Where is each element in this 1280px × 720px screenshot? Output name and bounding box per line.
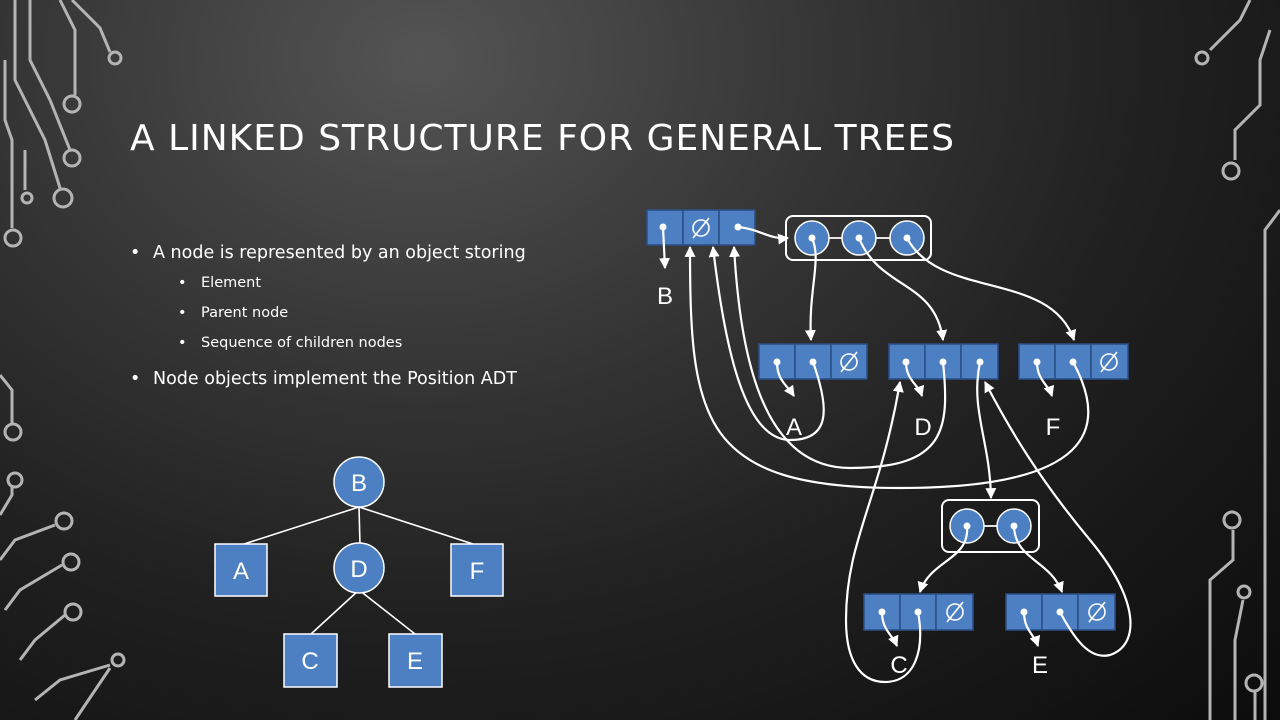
bullet-node-storage: A node is represented by an object stori…	[130, 238, 526, 268]
link-f-element	[1035, 361, 1055, 398]
link-c-parent	[844, 380, 922, 684]
bullet-position-adt: Node objects implement the Position ADT	[130, 364, 526, 394]
tree-label-b: B	[351, 470, 367, 497]
sub-bullet-element: Element	[130, 268, 526, 298]
sub-bullet-parent-node: Parent node	[130, 298, 526, 328]
link-b-element	[659, 226, 671, 270]
record-b	[646, 209, 756, 246]
null-icon-b-parent	[692, 217, 710, 239]
tree-node-c	[283, 633, 338, 688]
link-d-parent	[729, 245, 947, 470]
element-label-b: B	[657, 283, 673, 310]
null-icon-c-children	[946, 601, 964, 623]
children-sequence-d	[941, 499, 1040, 553]
link-seq-to-e	[1012, 525, 1064, 594]
link-a-element	[775, 361, 795, 397]
tree-label-c: C	[301, 648, 318, 675]
element-label-f: F	[1046, 414, 1061, 441]
tree-edge-b-a	[240, 506, 360, 546]
slide-title: A LINKED STRUCTURE FOR GENERAL TREES	[130, 118, 955, 159]
link-seq-to-a	[804, 237, 817, 342]
link-seq-to-f	[906, 237, 1076, 342]
simple-tree: B A D F C E	[214, 456, 504, 688]
link-e-parent	[984, 381, 1132, 657]
element-label-c: C	[890, 652, 907, 679]
link-e-element	[1022, 611, 1041, 648]
sub-bullet-children-sequence: Sequence of children nodes	[130, 328, 526, 358]
tree-label-a: A	[233, 558, 249, 585]
tree-node-e	[388, 633, 443, 688]
link-d-element	[904, 361, 925, 398]
pointer-links	[659, 225, 1132, 684]
tree-edge-b-d	[358, 506, 361, 546]
null-icon-e-children	[1088, 601, 1106, 623]
null-icon-f-children	[1100, 351, 1118, 373]
link-b-children	[737, 225, 790, 245]
tree-label-f: F	[470, 558, 485, 585]
null-icon-a-children	[840, 351, 858, 373]
tree-node-a	[214, 543, 268, 597]
element-label-e: E	[1032, 652, 1048, 679]
link-a-parent	[708, 245, 825, 442]
tree-edge-d-e	[358, 589, 416, 635]
link-f-parent	[684, 245, 1090, 490]
tree-node-d	[333, 542, 385, 594]
element-label-a: A	[786, 414, 802, 441]
tree-edge-d-c	[310, 589, 360, 635]
tree-label-d: D	[350, 556, 367, 583]
tree-edge-b-f	[358, 506, 477, 546]
element-label-d: D	[914, 414, 931, 441]
link-seq-to-d	[857, 237, 948, 342]
linked-structure: B A D F C E	[646, 209, 1132, 684]
tree-label-e: E	[407, 648, 423, 675]
null-symbols	[692, 217, 1118, 623]
link-seq-to-c	[917, 525, 969, 594]
bullet-list: A node is represented by an object stori…	[130, 238, 526, 394]
pointer-dots	[659, 223, 1077, 616]
link-c-element	[880, 611, 899, 648]
tree-node-f	[450, 543, 504, 597]
link-d-children	[976, 361, 997, 500]
tree-node-b	[333, 456, 385, 508]
